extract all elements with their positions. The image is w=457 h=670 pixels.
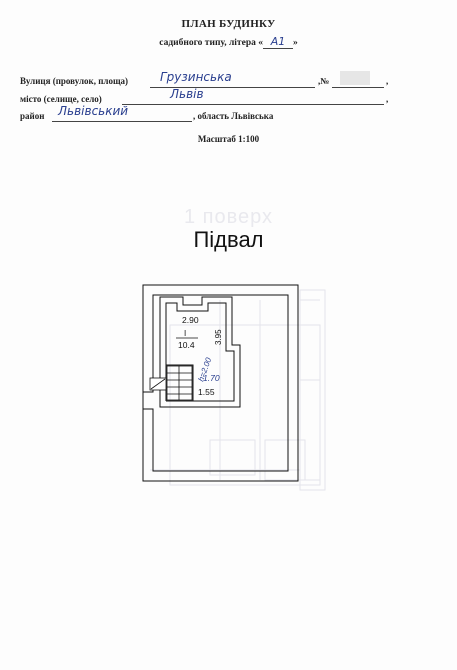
- district-label: район: [20, 111, 45, 121]
- number-label: ,№: [318, 76, 330, 86]
- litera-value: А1: [270, 35, 286, 48]
- scale-label: Масштаб 1:100: [197, 134, 260, 144]
- document-title: ПЛАН БУДИНКУ: [181, 18, 276, 30]
- city-value: Львів: [170, 87, 204, 101]
- street-value: Грузинська: [160, 70, 232, 84]
- street-underline: [150, 87, 315, 88]
- bleed-through-text: 1 поверх: [183, 206, 274, 228]
- outer-walls: [142, 284, 299, 482]
- stair-arrow: [150, 378, 166, 390]
- number-suffix: ,: [386, 76, 389, 86]
- room-length-label: 3.95: [214, 329, 223, 345]
- subtitle-suffix: »: [292, 38, 298, 48]
- district-value: Львівський: [58, 104, 129, 118]
- city-underline: [122, 104, 384, 105]
- district-underline: [52, 121, 192, 122]
- room-area-label: 10.4: [178, 340, 195, 350]
- street-label: Вулиця (провулок, площа): [20, 76, 129, 86]
- floor-title: Підвал: [193, 227, 264, 252]
- city-suffix: ,: [386, 94, 389, 104]
- redacted-number: [340, 71, 370, 85]
- basement-room-walls: [159, 296, 241, 408]
- subtitle-prefix: садибного типу, літера «: [159, 38, 263, 48]
- stair: [166, 365, 193, 401]
- number-underline: [332, 87, 384, 88]
- height-note-2: 1.70: [203, 373, 220, 383]
- document-subtitle: садибного типу, літера « А1 »: [0, 35, 457, 49]
- bleed-through-lines: [150, 289, 326, 491]
- region-text: , область Львівська: [193, 111, 274, 121]
- room-width-label: 2.90: [182, 315, 199, 325]
- room-number-label: I: [184, 329, 186, 338]
- niche-width-label: 1.55: [198, 387, 215, 397]
- city-label: місто (селище, село): [20, 94, 102, 104]
